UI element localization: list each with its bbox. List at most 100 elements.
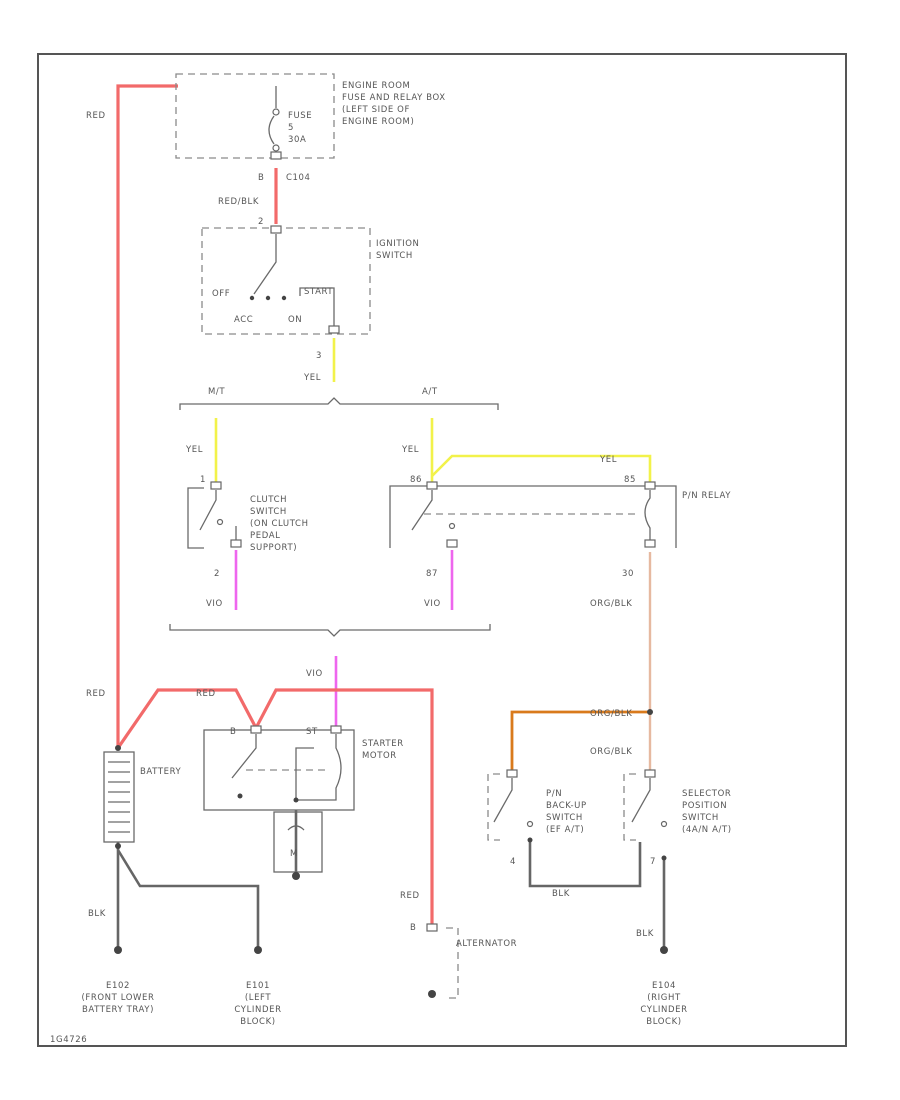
pn-backup-pin: 4 <box>510 857 516 867</box>
label-blk-e104: BLK <box>636 929 654 939</box>
ignition-switch: IGNITION SWITCH OFF ACC ON START 2 3 <box>201 217 420 361</box>
label-yel-at: YEL <box>401 445 419 455</box>
selector-label-2: POSITION <box>682 801 727 811</box>
clutch-label-4: PEDAL <box>250 531 280 541</box>
ignition-pin-bottom: 3 <box>316 351 322 361</box>
transmission-brace: M/T A/T <box>179 387 499 410</box>
ground-e102-line-2: (FRONT LOWER <box>81 993 154 1003</box>
red-wire-starter <box>116 688 434 928</box>
fuse-box-label-1: ENGINE ROOM <box>342 81 410 91</box>
pn-relay-pin-87: 87 <box>426 569 438 579</box>
label-org-blk-3: ORG/BLK <box>590 747 632 757</box>
alternator-b: B <box>410 923 416 933</box>
starter-m: M <box>290 849 298 859</box>
fuse-box-label-4: ENGINE ROOM) <box>342 117 414 127</box>
ground-e101-line-2: (LEFT <box>245 993 272 1003</box>
red-power-wire <box>116 84 178 748</box>
label-red-black: RED/BLK <box>218 197 259 207</box>
clutch-label-1: CLUTCH <box>250 495 287 505</box>
alternator: ALTERNATOR B <box>410 923 517 999</box>
fuse-rating: 30A <box>288 135 306 145</box>
fuse-number: 5 <box>288 123 294 133</box>
ground-e104-line-3: CYLINDER <box>640 1005 687 1015</box>
wire-labels: RED RED/BLK YEL YEL YEL YEL VIO VIO VIO … <box>86 111 654 939</box>
ground-e104-line-4: BLOCK) <box>646 1017 681 1027</box>
alternator-label: ALTERNATOR <box>456 939 517 949</box>
fuse-box-label-3: (LEFT SIDE OF <box>342 105 410 115</box>
org-blk-wire-backup <box>510 710 650 776</box>
pn-backup-switch: P/N BACK-UP SWITCH (EF A/T) 4 <box>487 769 587 867</box>
brace-mt: M/T <box>208 387 225 397</box>
ground-e104-line-2: (RIGHT <box>647 993 681 1003</box>
selector-label-3: SWITCH <box>682 813 719 823</box>
selector-pin: 7 <box>650 857 656 867</box>
ignition-start: START <box>304 287 333 297</box>
blk-wire-e101 <box>116 849 260 948</box>
pn-relay-pin-86: 86 <box>410 475 422 485</box>
clutch-switch: CLUTCH SWITCH (ON CLUTCH PEDAL SUPPORT) … <box>187 475 309 579</box>
label-red-top: RED <box>86 111 106 121</box>
clutch-label-5: SUPPORT) <box>250 543 297 553</box>
footer-code: 1G4726 <box>50 1035 87 1045</box>
label-vio-clutch: VIO <box>206 599 223 609</box>
ignition-acc: ACC <box>234 315 253 325</box>
pn-relay-pin-85: 85 <box>624 475 636 485</box>
lower-brace <box>169 624 491 637</box>
battery: BATTERY <box>103 745 182 849</box>
label-yel-relay: YEL <box>599 455 617 465</box>
diagram-frame <box>37 53 847 1047</box>
fuse-label: FUSE <box>288 111 312 121</box>
fuse-relay-box: ENGINE ROOM FUSE AND RELAY BOX (LEFT SID… <box>175 73 446 183</box>
ignition-on: ON <box>288 315 302 325</box>
selector-position-switch: SELECTOR POSITION SWITCH (4A/N A/T) 7 <box>623 709 732 867</box>
pn-relay-label: P/N RELAY <box>682 491 731 501</box>
yellow-wire-relay <box>431 454 652 484</box>
label-blk-switch: BLK <box>552 889 570 899</box>
ground-e101-line-1: E101 <box>246 981 270 991</box>
pn-relay-pin-30: 30 <box>622 569 634 579</box>
pn-backup-label-3: SWITCH <box>546 813 583 823</box>
label-red-battery: RED <box>86 689 106 699</box>
ground-e102-line-3: BATTERY TRAY) <box>82 1005 154 1015</box>
blk-wire-switches <box>528 842 642 888</box>
starter-motor: M STARTER MOTOR B ST <box>203 725 404 880</box>
clutch-pin-bottom: 2 <box>214 569 220 579</box>
ground-e101: E101 (LEFT CYLINDER BLOCK) <box>234 946 281 1027</box>
pn-backup-label-4: (EF A/T) <box>546 825 584 835</box>
selector-label-1: SELECTOR <box>682 789 731 799</box>
pn-relay: P/N RELAY 86 85 87 30 <box>389 475 731 579</box>
ground-e101-line-3: CYLINDER <box>234 1005 281 1015</box>
label-yel-main: YEL <box>303 373 321 383</box>
ground-e102-line-1: E102 <box>106 981 130 991</box>
ignition-pin-top: 2 <box>258 217 264 227</box>
ignition-label-1: IGNITION <box>376 239 420 249</box>
ignition-off: OFF <box>212 289 230 299</box>
ground-e104-line-1: E104 <box>652 981 676 991</box>
label-red-alternator: RED <box>400 891 420 901</box>
label-vio-starter: VIO <box>306 669 323 679</box>
starter-label-2: MOTOR <box>362 751 397 761</box>
starter-label-1: STARTER <box>362 739 404 749</box>
starter-b: B <box>230 727 236 737</box>
label-org-blk-1: ORG/BLK <box>590 599 632 609</box>
pn-backup-label-1: P/N <box>546 789 562 799</box>
clutch-label-3: (ON CLUTCH <box>250 519 309 529</box>
starter-st: ST <box>306 727 318 737</box>
label-red-starter: RED <box>196 689 216 699</box>
label-yel-mt: YEL <box>185 445 203 455</box>
battery-label: BATTERY <box>140 767 182 777</box>
connector-c104: C104 <box>286 173 311 183</box>
selector-label-4: (4A/N A/T) <box>682 825 732 835</box>
ground-e104: E104 (RIGHT CYLINDER BLOCK) <box>640 946 687 1027</box>
label-blk-battery: BLK <box>88 909 106 919</box>
fuse-box-pin: B <box>258 173 264 183</box>
label-vio-pn: VIO <box>424 599 441 609</box>
ignition-label-2: SWITCH <box>376 251 413 261</box>
clutch-pin-top: 1 <box>200 475 206 485</box>
fuse-box-label-2: FUSE AND RELAY BOX <box>342 93 446 103</box>
ground-e102: E102 (FRONT LOWER BATTERY TRAY) <box>81 946 154 1015</box>
pn-backup-label-2: BACK-UP <box>546 801 587 811</box>
clutch-label-2: SWITCH <box>250 507 287 517</box>
brace-at: A/T <box>422 387 438 397</box>
